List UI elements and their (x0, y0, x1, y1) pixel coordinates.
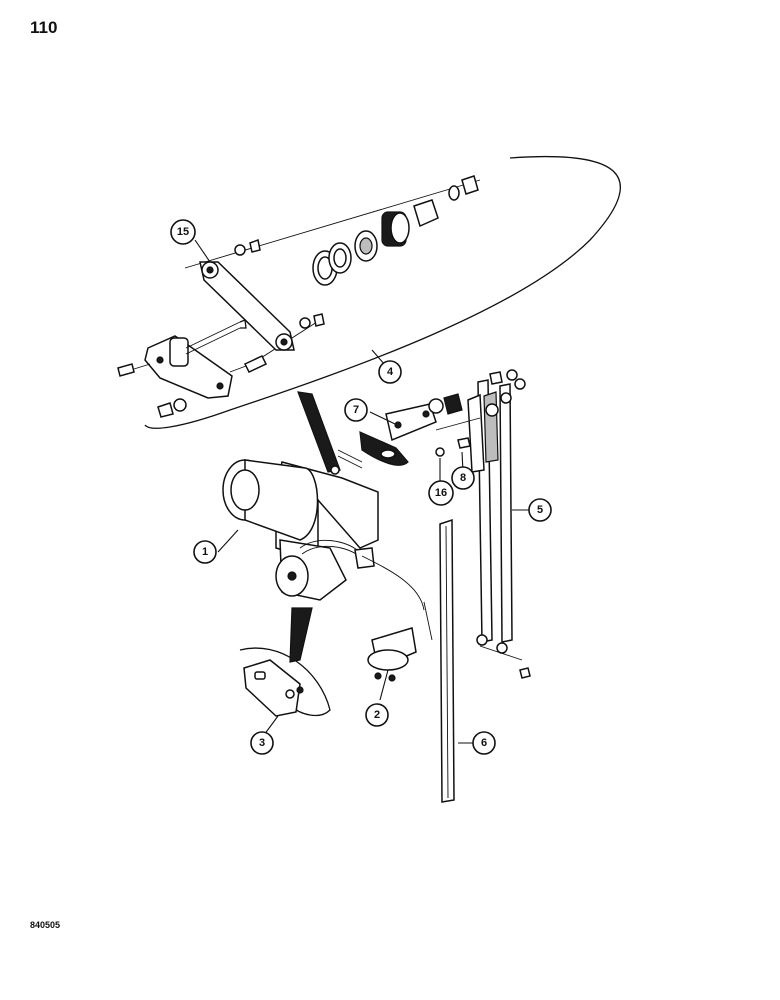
panel-outline (144, 155, 621, 429)
wiper-arms (467, 369, 531, 679)
callout-1-label: 1 (202, 546, 208, 558)
callout-16: 16 (428, 480, 454, 506)
exploded-axis-line (184, 179, 481, 269)
pivot-plate (359, 393, 481, 466)
drive-link (199, 238, 325, 351)
callout-4-label: 4 (387, 366, 394, 378)
document-code: 840505 (30, 920, 61, 930)
strap (297, 391, 341, 473)
callout-8: 8 (451, 466, 475, 490)
wiper-switch (361, 555, 433, 682)
callout-7-label: 7 (353, 404, 359, 416)
callout-16-label: 16 (435, 487, 447, 499)
page-number: 110 (30, 18, 58, 37)
callout-8-label: 8 (460, 472, 466, 484)
callout-15: 15 (170, 219, 196, 245)
wiper-motor (222, 459, 375, 601)
callout-5: 5 (528, 498, 552, 522)
hardware-stack (312, 175, 479, 286)
wiper-blade (439, 518, 455, 803)
callout-6-label: 6 (481, 737, 487, 749)
callout-2-label: 2 (374, 709, 380, 721)
callout-7: 7 (344, 398, 368, 422)
callout-6: 6 (472, 731, 496, 755)
callout-15-label: 15 (177, 226, 189, 238)
callout-3: 3 (250, 731, 274, 755)
callout-2: 2 (365, 703, 389, 727)
callout-4: 4 (378, 360, 402, 384)
strap-lower (289, 607, 313, 663)
callout-1: 1 (193, 540, 217, 564)
pivot-bracket (117, 319, 268, 418)
callout-5-label: 5 (537, 504, 543, 516)
callout-3-label: 3 (259, 737, 265, 749)
mounting-bracket (239, 647, 331, 717)
